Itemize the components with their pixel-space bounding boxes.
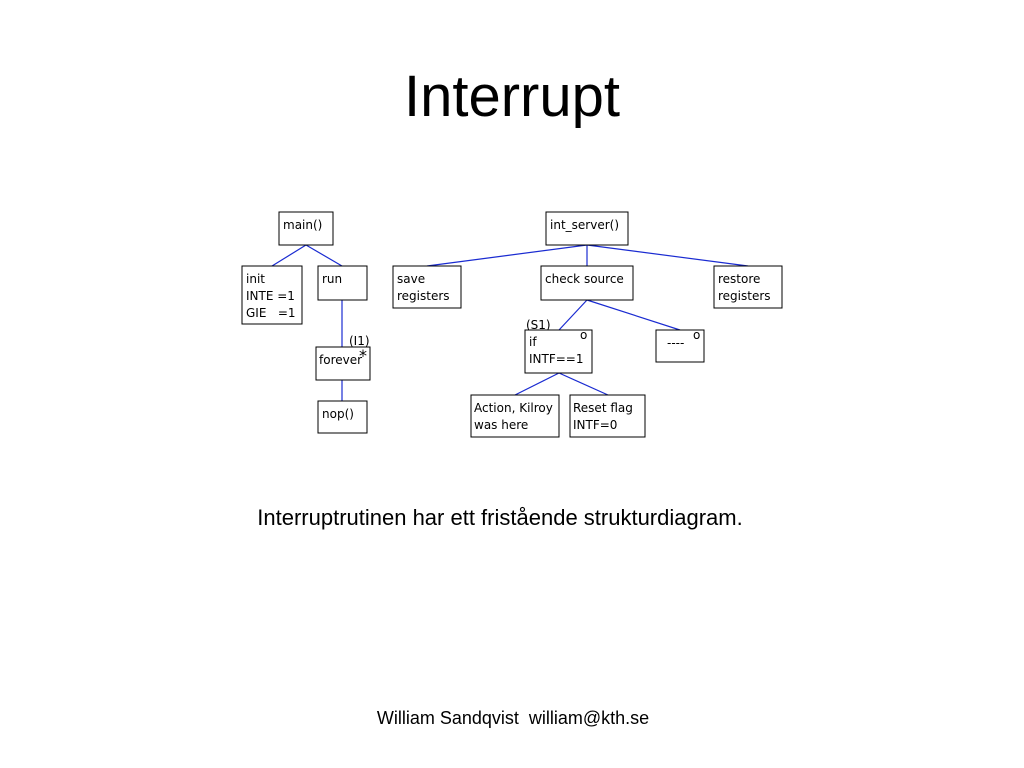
node-check-source: check source — [540, 265, 634, 301]
node-reset-flag: Reset flag INTF=0 — [569, 394, 646, 438]
node-reset-line-2: INTF=0 — [573, 418, 617, 432]
node-forever: forever * — [315, 346, 371, 381]
node-restore-line-2: registers — [718, 289, 771, 303]
connector-server-restore — [586, 244, 749, 267]
connector-check-if — [558, 299, 588, 331]
connector-if-action — [514, 372, 560, 396]
node-if-line-1: if — [529, 335, 537, 349]
node-action-line-2: was here — [474, 418, 528, 432]
node-main-line-1: main() — [283, 218, 322, 232]
node-save-registers: save registers — [392, 265, 462, 309]
node-action-line-1: Action, Kilroy — [474, 401, 553, 415]
node-if-line-2: INTF==1 — [529, 352, 584, 366]
server-tree-connectors — [426, 244, 749, 396]
node-else: ---- o — [655, 328, 705, 363]
selection-mark-else: o — [693, 328, 700, 342]
node-if: if INTF==1 o — [524, 328, 593, 374]
connector-main-init — [271, 244, 307, 267]
connector-check-else — [586, 299, 681, 331]
connector-main-run — [305, 244, 343, 267]
iteration-mark: * — [359, 346, 367, 365]
node-run: run — [317, 265, 368, 301]
node-init-line-2: INTE =1 — [246, 289, 295, 303]
node-nop-line-1: nop() — [322, 407, 354, 421]
node-check-line-1: check source — [545, 272, 624, 286]
node-action: Action, Kilroy was here — [470, 394, 560, 438]
node-main: main() — [278, 211, 334, 246]
node-int-server-line-1: int_server() — [550, 218, 619, 232]
main-tree-connectors — [271, 244, 343, 401]
node-reset-line-1: Reset flag — [573, 401, 633, 415]
selection-mark-if: o — [580, 328, 587, 342]
node-restore-registers: restore registers — [713, 265, 783, 309]
node-nop: nop() — [317, 400, 368, 434]
node-init-line-1: init — [246, 272, 265, 286]
slide-title: Interrupt — [404, 64, 620, 129]
label-i1: (I1) — [349, 334, 370, 348]
node-forever-line-1: forever — [319, 353, 362, 367]
node-save-line-2: registers — [397, 289, 450, 303]
connector-server-save — [426, 244, 588, 267]
slide-footer: William Sandqvist william@kth.se — [376, 708, 650, 728]
node-init-line-3: GIE =1 — [246, 306, 296, 320]
connector-if-reset — [558, 372, 609, 396]
node-else-line-1: ---- — [667, 336, 684, 350]
node-restore-line-1: restore — [718, 272, 760, 286]
node-int-server: int_server() — [545, 211, 629, 246]
node-init: init INTE =1 GIE =1 — [241, 265, 303, 325]
node-save-line-1: save — [397, 272, 425, 286]
node-run-line-1: run — [322, 272, 342, 286]
slide-caption: Interruptrutinen har ett fristående stru… — [257, 505, 743, 530]
label-s1: (S1) — [526, 318, 551, 332]
